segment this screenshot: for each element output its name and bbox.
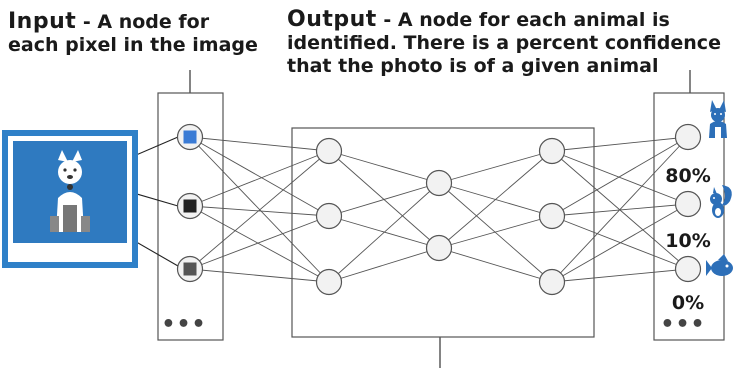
input-caption-line2: each pixel in the image <box>8 34 258 56</box>
connection-line <box>438 247 553 283</box>
connection-line <box>189 268 330 283</box>
hidden-layers-box <box>291 127 595 338</box>
output-caption: Output - A node for each animal is ident… <box>287 8 721 78</box>
connection-line <box>438 150 553 249</box>
squirrel-confidence: 10% <box>665 230 710 252</box>
connection-line <box>189 205 330 217</box>
hidden-node <box>538 268 566 296</box>
hidden-node <box>538 137 566 165</box>
connections <box>189 136 689 283</box>
connection-line <box>551 150 689 205</box>
connection-line <box>551 136 689 283</box>
fish-icon <box>706 254 733 276</box>
dog-icon <box>709 100 727 138</box>
input-caption: Input - A node for each pixel in the ima… <box>8 10 258 57</box>
hidden-node <box>315 202 343 230</box>
output-node <box>674 190 702 218</box>
connection-line <box>189 215 330 270</box>
connection-line <box>328 150 440 184</box>
connection-line <box>551 136 689 217</box>
hidden-node <box>425 169 453 197</box>
hidden-node <box>538 202 566 230</box>
dog-photo <box>2 130 138 268</box>
connection-line <box>189 136 330 217</box>
hidden-node <box>425 234 453 262</box>
output-more-ellipsis: ••• <box>660 312 705 337</box>
connection-line <box>189 150 330 270</box>
input-caption-line1: - A node for <box>76 11 210 33</box>
connection-line <box>189 205 330 283</box>
connection-line <box>438 150 553 184</box>
dog-confidence: 80% <box>665 165 710 187</box>
connection-line <box>328 182 440 217</box>
input-more-ellipsis: ••• <box>161 312 206 337</box>
output-keyword: Output <box>287 7 377 32</box>
connection-line <box>438 215 553 249</box>
squirrel-icon <box>710 185 732 218</box>
fish-confidence: 0% <box>672 292 704 314</box>
connection-line <box>438 182 553 283</box>
hidden-node <box>315 268 343 296</box>
connection-line <box>551 136 689 152</box>
output-node <box>674 255 702 283</box>
hidden-node <box>315 137 343 165</box>
dog-icon <box>50 150 90 232</box>
pixel-swatch <box>183 262 197 276</box>
connection-line <box>328 247 440 283</box>
nodes <box>176 123 702 296</box>
connection-line <box>189 150 330 207</box>
pixel-swatch <box>183 199 197 213</box>
output-node <box>674 123 702 151</box>
output-caption-line3: that the photo is of a given animal <box>287 55 659 77</box>
connection-line <box>551 203 689 283</box>
connection-line <box>551 268 689 283</box>
connection-line <box>328 182 440 283</box>
output-caption-line1: - A node for each animal is <box>376 9 670 31</box>
connection-line <box>189 136 330 152</box>
input-keyword: Input <box>8 9 77 34</box>
output-caption-line2: identified. There is a percent confidenc… <box>287 32 721 54</box>
pixel-swatch <box>183 130 197 144</box>
